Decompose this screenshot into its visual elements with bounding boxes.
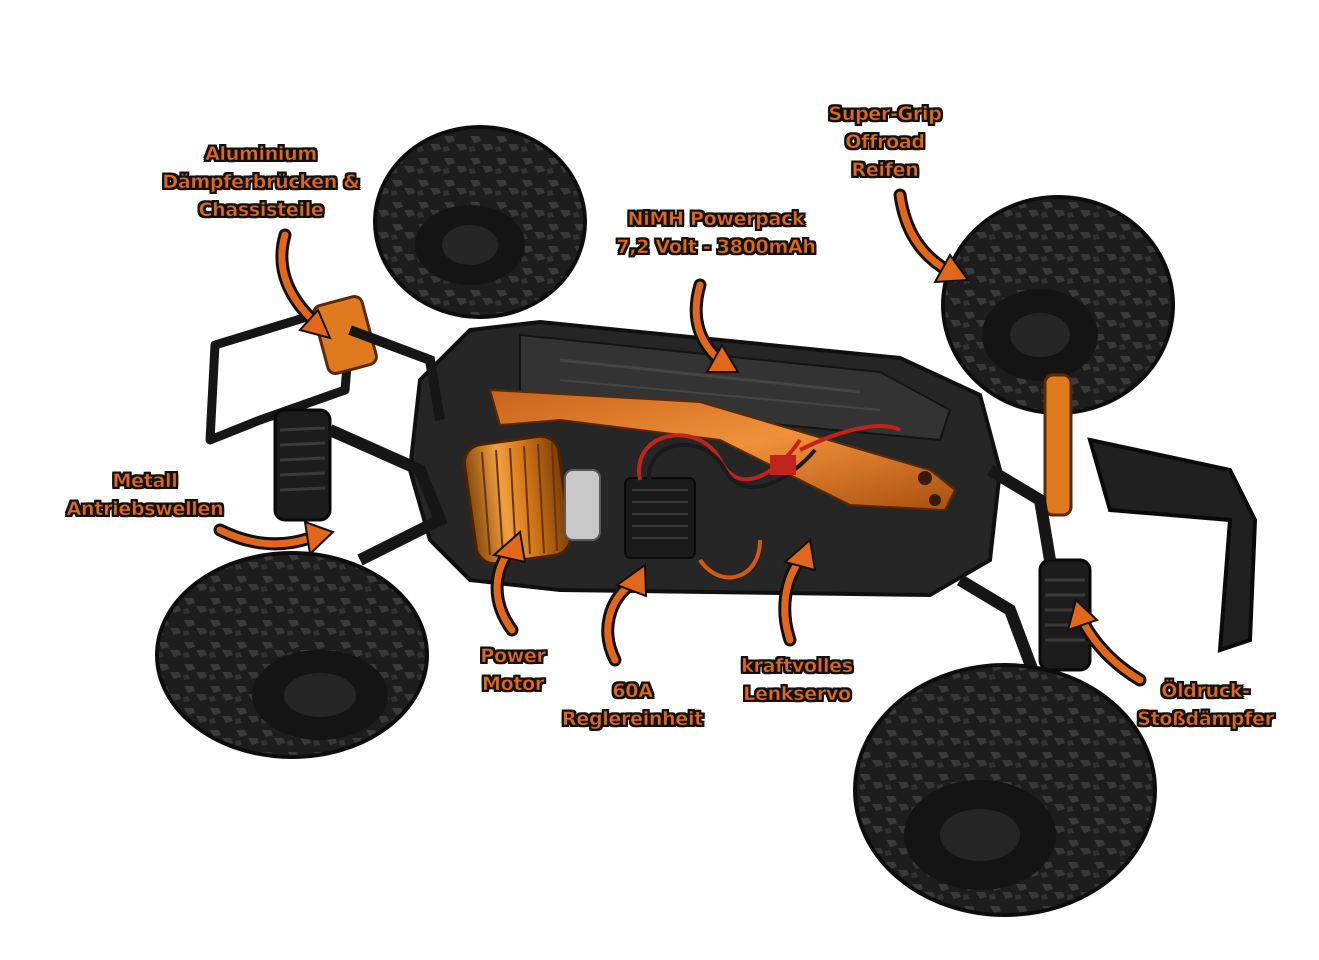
rear-suspension [205,295,448,566]
callout-antriebswellen-line2: Antriebswellen [66,498,224,521]
callout-servo-line2: Lenkservo [743,683,851,706]
callout-motor-line1: Power [480,645,546,668]
tire-rear-bottom [155,551,429,759]
callout-aluminium-line2: Dämpferbrücken & [162,171,360,194]
callout-reifen: Super-Grip Offroad Reifen [810,100,960,184]
tire-rear-top [373,125,587,319]
callout-reifen-line2: Offroad [845,131,925,154]
callout-regler-line2: Reglereinheit [562,708,704,731]
callout-daempfer-line1: Öldruck- [1161,680,1250,703]
esc-unit [624,477,696,559]
callout-aluminium-line3: Chassisteile [198,199,324,222]
callout-aluminium: Aluminium Dämpferbrücken & Chassisteile [146,140,376,224]
callout-motor: Power Motor [458,642,568,698]
callout-aluminium-line1: Aluminium [205,143,318,166]
curved-arrow-icon [213,188,1147,687]
wires [637,424,901,580]
callout-powerpack-line1: NiMH Powerpack [627,208,805,231]
motor [462,434,601,566]
callout-antriebswellen-line1: Metall [112,470,178,493]
callout-powerpack-line2: 7,2 Volt - 3800mAh [616,236,816,259]
callout-servo: kraftvolles Lenkservo [722,652,872,708]
callout-regler: 60A Reglereinheit [545,677,720,733]
tire-front-bottom [853,663,1157,917]
callout-daempfer: Öldruck- Stoßdämpfer [1118,677,1293,733]
callout-daempfer-line2: Stoßdämpfer [1137,708,1274,731]
tire-front-top [941,195,1175,415]
callout-antriebswellen: Metall Antriebswellen [40,467,250,523]
callout-reifen-line3: Reifen [851,159,919,182]
battery-hold-down-plate [488,388,957,512]
callout-motor-line2: Motor [482,673,545,696]
callout-servo-line1: kraftvolles [741,655,853,678]
callout-regler-line1: 60A [612,680,653,703]
callout-reifen-line1: Super-Grip [828,103,942,126]
callout-powerpack: NiMH Powerpack 7,2 Volt - 3800mAh [596,205,836,261]
front-suspension [956,373,1258,693]
